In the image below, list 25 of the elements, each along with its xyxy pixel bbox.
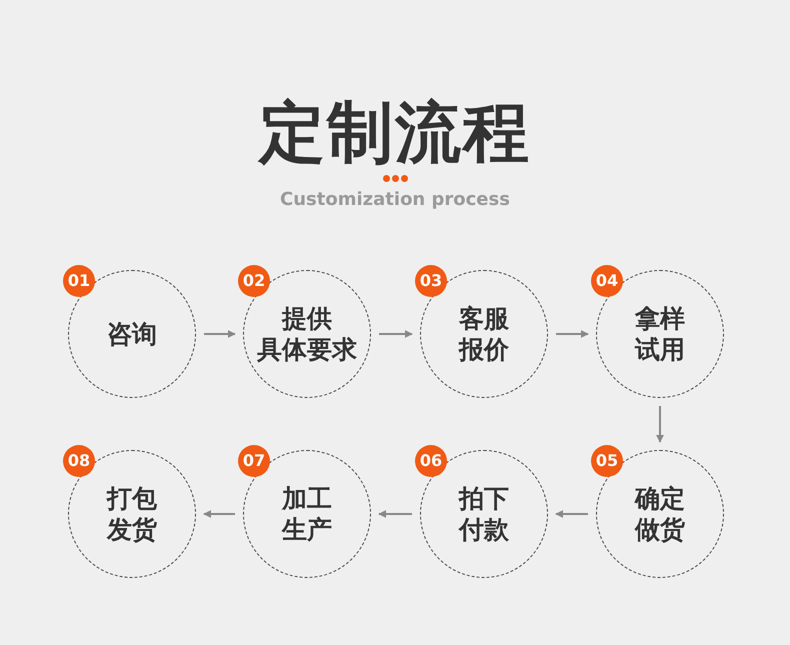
arrow [555, 510, 588, 518]
step-label: 拿样试用 [634, 303, 686, 365]
step-number: 04 [591, 265, 623, 297]
step-label: 拍下付款 [457, 483, 510, 545]
step-number: 03 [415, 265, 447, 297]
step-number: 08 [63, 445, 95, 477]
title: 定制流程 [256, 93, 532, 173]
step-label: 提供具体要求 [256, 303, 358, 365]
subtitle: Customization process [279, 189, 511, 210]
step-label: 打包发货 [105, 483, 158, 545]
arrow [204, 330, 236, 338]
arrow [203, 510, 235, 518]
step-number: 07 [238, 445, 270, 477]
step-number: 02 [238, 265, 270, 297]
step-label: 加工生产 [280, 483, 333, 545]
arrow [556, 330, 589, 338]
step-number: 06 [415, 445, 447, 477]
step-number: 05 [591, 445, 623, 477]
step-number: 01 [63, 265, 95, 297]
step-label: 确定做货 [633, 483, 686, 545]
arrow [378, 510, 412, 518]
step-label: 咨询 [106, 318, 158, 350]
arrow [379, 330, 413, 338]
step-label: 客服报价 [457, 303, 510, 365]
arrow [656, 406, 664, 443]
